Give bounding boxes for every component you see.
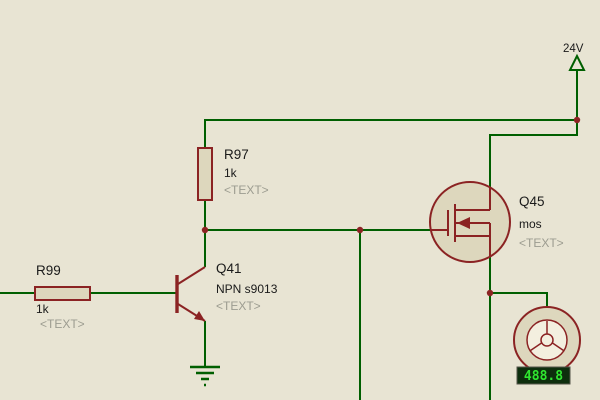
text-placeholder: <TEXT>	[224, 183, 269, 197]
mosfet-q45[interactable]: Q45 mos <TEXT>	[429, 181, 564, 263]
wire-top-rail[interactable]	[204, 119, 577, 148]
motor-spoke	[530, 342, 542, 352]
wire-motor-feed[interactable]	[490, 292, 548, 308]
junction-dot	[201, 226, 209, 234]
resistor-body	[197, 147, 213, 201]
value-label: mos	[519, 217, 542, 231]
value-label: 1k	[36, 302, 50, 316]
power-arrow-icon	[568, 53, 586, 71]
collector-lead	[177, 266, 206, 285]
display-readout: 488.8	[524, 369, 563, 384]
ground-bars-icon	[190, 365, 220, 387]
ref-label: R99	[36, 263, 61, 278]
ground-symbol[interactable]	[190, 365, 220, 387]
text-placeholder: <TEXT>	[40, 317, 85, 331]
dc-motor[interactable]	[513, 306, 581, 374]
power-terminal-24v[interactable]: 24V	[563, 43, 586, 71]
display-panel	[516, 366, 571, 385]
ref-label: Q41	[216, 261, 242, 276]
junction-dot	[486, 289, 494, 297]
ref-label: Q45	[519, 194, 545, 209]
motor-speed-display: 488.8	[516, 366, 571, 385]
motor-spoke	[552, 342, 564, 352]
text-placeholder: <TEXT>	[216, 299, 261, 313]
source-lead	[455, 235, 491, 256]
text-placeholder: <TEXT>	[519, 236, 564, 250]
value-label: NPN s9013	[216, 282, 278, 296]
wire-power-drop[interactable]	[489, 70, 578, 187]
wires	[0, 70, 578, 400]
resistor-body	[34, 286, 91, 301]
emitter-arrow-icon	[194, 311, 205, 321]
power-label: 24V	[563, 43, 584, 55]
npn-transistor-q41[interactable]: Q41 NPN s9013 <TEXT>	[175, 261, 278, 322]
body-arrow-icon	[457, 217, 470, 229]
resistor-r99[interactable]: R99 1k <TEXT>	[34, 263, 91, 331]
drain-lead	[455, 188, 491, 211]
junction-dot	[573, 116, 581, 124]
value-label: 1k	[224, 166, 238, 180]
junction-dot	[356, 226, 364, 234]
ref-label: R97	[224, 147, 249, 162]
motor-shaft-circle	[540, 333, 554, 347]
resistor-r97[interactable]: R97 1k <TEXT>	[197, 147, 269, 201]
